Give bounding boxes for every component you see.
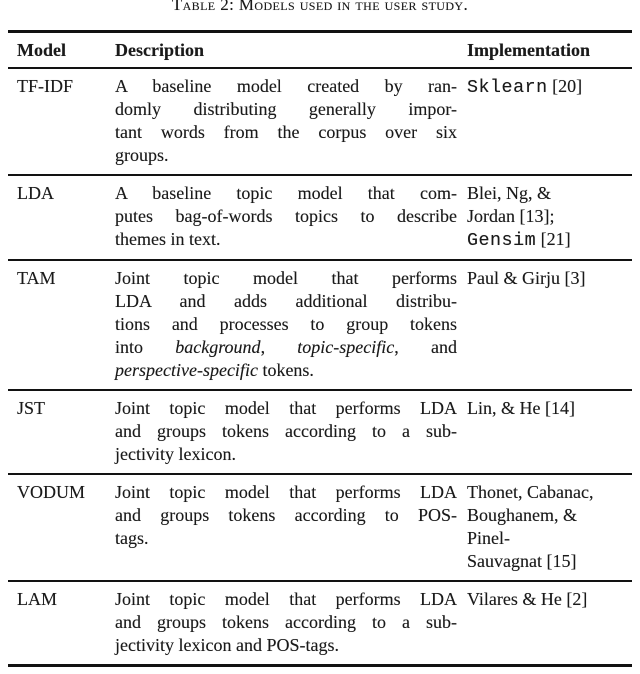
implementation-line: Jordan [13];: [467, 206, 555, 226]
description-line: into background, topic-specific, and: [115, 337, 457, 357]
column-header-model: Model: [17, 40, 66, 60]
description-cell: A baseline model created by ran-domly di…: [115, 69, 457, 174]
description-line: Joint topic model that performs LDA: [115, 398, 457, 418]
description-line: domly distributing generally impor-: [115, 99, 457, 119]
model-cell: VODUM: [17, 482, 86, 502]
description-line: putes bag-of-words topics to describe: [115, 206, 457, 226]
implementation-cell: Blei, Ng, & Jordan [13]; Gensim [21]: [457, 176, 632, 259]
table-row: VODUM Joint topic model that performs LDA…: [8, 475, 632, 582]
table-row: LDA A baseline topic model that com-putes…: [8, 176, 632, 261]
description-line: Joint topic model that performs: [115, 268, 457, 288]
model-cell: TAM: [17, 268, 56, 288]
description-cell: Joint topic model that performs LDA and g…: [115, 391, 457, 473]
implementation-line: Blei, Ng, &: [467, 183, 551, 203]
implementation-cell: Vilares & He [2]: [457, 582, 632, 664]
implementation-line: Lin, & He [14]: [467, 398, 575, 418]
implementation-line: Gensim [21]: [467, 229, 571, 251]
implementation-line: Pinel-: [467, 528, 510, 548]
table-row: LAM Joint topic model that performs LDA an…: [8, 582, 632, 664]
description-line: Joint topic model that performs LDA: [115, 482, 457, 502]
implementation-line: Paul & Girju [3]: [467, 268, 586, 288]
table-caption: Table 2: Models used in the user study.: [171, 0, 469, 14]
implementation-line: Thonet, Cabanac,: [467, 482, 594, 502]
table-body: TF-IDF A baseline model created by ran-do…: [8, 69, 632, 664]
model-cell: LDA: [17, 183, 54, 203]
description-line: A baseline topic model that com-: [115, 183, 457, 203]
description-cell: Joint topic model that performs LDA and g…: [115, 475, 457, 580]
implementation-cell: Lin, & He [14]: [457, 391, 632, 473]
description-line: tant words from the corpus over six: [115, 122, 457, 142]
description-line: Joint topic model that performs LDA: [115, 589, 457, 609]
model-cell: LAM: [17, 589, 57, 609]
column-header-description: Description: [115, 40, 204, 60]
implementation-line: Sklearn [20]: [467, 76, 583, 98]
description-line: A baseline model created by ran-: [115, 76, 457, 96]
table-row: JST Joint topic model that performs LDA an…: [8, 391, 632, 475]
description-line: perspective-specific tokens.: [115, 360, 314, 380]
implementation-cell: Sklearn [20]: [457, 69, 632, 174]
implementation-cell: Thonet, Cabanac, Boughanem, & Pinel- Sauvag…: [457, 475, 632, 580]
table-row: TF-IDF A baseline model created by ran-do…: [8, 69, 632, 176]
table-header-row: Model Description Implementation: [8, 33, 632, 69]
implementation-line: Vilares & He [2]: [467, 589, 588, 609]
model-cell: JST: [17, 398, 46, 418]
description-line: groups.: [115, 145, 169, 165]
description-line: and groups tokens according to a sub-: [115, 421, 457, 441]
column-header-implementation: Implementation: [467, 40, 590, 60]
description-line: LDA and adds additional distribu-: [115, 291, 457, 311]
description-cell: Joint topic model that performs LDA and g…: [115, 582, 457, 664]
implementation-cell: Paul & Girju [3]: [457, 261, 632, 389]
description-line: and groups tokens according to a sub-: [115, 612, 457, 632]
description-line: tags.: [115, 528, 149, 548]
implementation-line: Boughanem, &: [467, 505, 577, 525]
model-cell: TF-IDF: [17, 76, 74, 96]
implementation-line: Sauvagnat [15]: [467, 551, 577, 571]
models-table: Model Description Implementation TF-IDF A…: [8, 30, 632, 667]
description-cell: A baseline topic model that com-putes ba…: [115, 176, 457, 259]
description-line: themes in text.: [115, 229, 221, 249]
description-line: jectivity lexicon and POS-tags.: [115, 635, 339, 655]
description-line: and groups tokens according to POS-: [115, 505, 457, 525]
description-line: tions and processes to group tokens: [115, 314, 457, 334]
description-line: jectivity lexicon.: [115, 444, 236, 464]
